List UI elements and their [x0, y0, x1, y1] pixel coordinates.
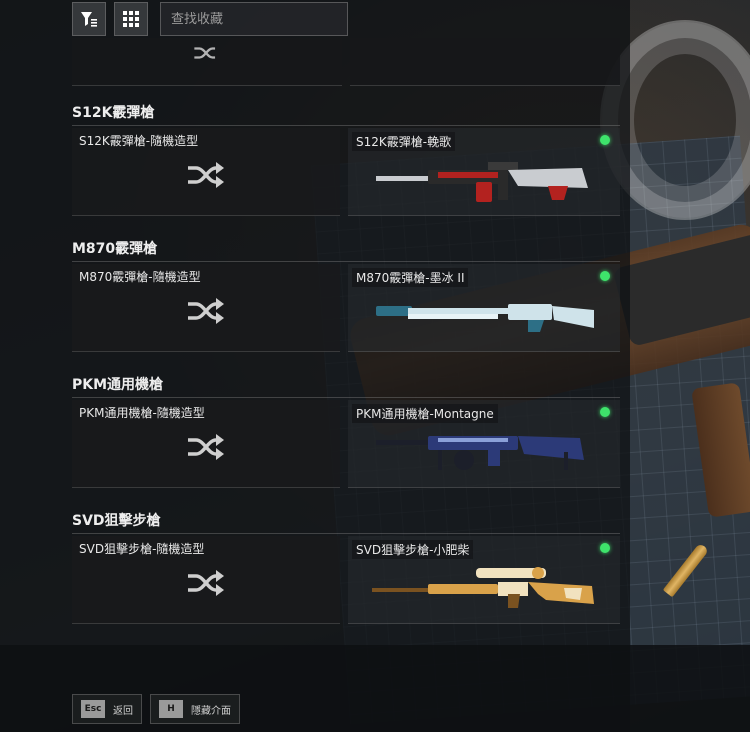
shuffle-icon	[194, 47, 216, 59]
h-key-badge: H	[159, 700, 183, 718]
random-skin-label: SVD狙擊步槍-隨機造型	[79, 542, 205, 556]
filter-button[interactable]	[72, 2, 106, 36]
skin-row: S12K霰彈槍-隨機造型 S12K霰彈槍-輓歌	[72, 128, 620, 216]
equipped-indicator	[600, 543, 610, 553]
hide-ui-hint-button[interactable]: H 隱藏介面	[150, 694, 240, 724]
equipped-indicator	[600, 407, 610, 417]
section-title: PKM通用機槍	[72, 372, 620, 398]
skin-row: PKM通用機槍-隨機造型 PKM通用機槍-Montagne	[72, 400, 620, 488]
previous-random-card[interactable]	[72, 38, 342, 86]
filter-list-icon	[81, 12, 97, 27]
previous-skin-card[interactable]	[350, 38, 620, 86]
section-title: M870霰彈槍	[72, 236, 620, 262]
hide-ui-label: 隱藏介面	[191, 705, 231, 717]
shotgun-m870-image	[376, 304, 594, 332]
weapon-section-svd: SVD狙擊步槍 SVD狙擊步槍-隨機造型 SVD狙擊步槍-小肥柴	[72, 508, 620, 624]
weapon-section-m870: M870霰彈槍 M870霰彈槍-隨機造型 M870霰彈槍-墨冰 II	[72, 236, 620, 352]
top-toolbar	[72, 2, 348, 36]
sniper-svd-image	[372, 567, 594, 608]
equipped-indicator	[600, 271, 610, 281]
skin-label: M870霰彈槍-墨冰 II	[352, 268, 469, 287]
grid-view-button[interactable]	[114, 2, 148, 36]
random-skin-card[interactable]: PKM通用機槍-隨機造型	[72, 400, 340, 488]
back-label: 返回	[113, 705, 133, 717]
random-skin-label: S12K霰彈槍-隨機造型	[79, 134, 199, 148]
search-box[interactable]	[160, 2, 348, 36]
equipped-skin-card[interactable]: PKM通用機槍-Montagne	[348, 400, 620, 488]
shuffle-icon	[188, 570, 224, 596]
random-skin-card[interactable]: SVD狙擊步槍-隨機造型	[72, 536, 340, 624]
random-skin-label: PKM通用機槍-隨機造型	[79, 406, 205, 420]
weapon-section-s12k: S12K霰彈槍 S12K霰彈槍-隨機造型 S12K霰彈槍-輓歌	[72, 100, 620, 216]
shuffle-icon	[188, 298, 224, 324]
equipped-skin-card[interactable]: SVD狙擊步槍-小肥柴	[348, 536, 620, 624]
skin-label: SVD狙擊步槍-小肥柴	[352, 540, 474, 559]
random-skin-label: M870霰彈槍-隨機造型	[79, 270, 201, 284]
skin-row: SVD狙擊步槍-隨機造型 SVD狙擊步槍-小肥柴	[72, 536, 620, 624]
skin-label: S12K霰彈槍-輓歌	[352, 132, 456, 151]
shotgun-s12k-image	[376, 162, 588, 202]
equipped-skin-card[interactable]: S12K霰彈槍-輓歌	[348, 128, 620, 216]
skin-row: M870霰彈槍-隨機造型 M870霰彈槍-墨冰 II	[72, 264, 620, 352]
back-hint-button[interactable]: Esc 返回	[72, 694, 142, 724]
weapon-section-pkm: PKM通用機槍 PKM通用機槍-隨機造型 PKM通用機槍-Montagne	[72, 372, 620, 488]
section-title: S12K霰彈槍	[72, 100, 620, 126]
previous-row-cropped	[72, 38, 620, 86]
shuffle-icon	[188, 434, 224, 460]
machine-gun-pkm-image	[376, 436, 584, 470]
footer-hints: Esc 返回 H 隱藏介面	[72, 694, 240, 724]
equipped-skin-card[interactable]: M870霰彈槍-墨冰 II	[348, 264, 620, 352]
random-skin-card[interactable]: M870霰彈槍-隨機造型	[72, 264, 340, 352]
equipped-indicator	[600, 135, 610, 145]
random-skin-card[interactable]: S12K霰彈槍-隨機造型	[72, 128, 340, 216]
shuffle-icon	[188, 162, 224, 188]
grid-view-icon	[123, 11, 139, 27]
skin-label: PKM通用機槍-Montagne	[352, 404, 498, 423]
esc-key-badge: Esc	[81, 700, 105, 718]
search-input[interactable]	[171, 11, 337, 27]
section-title: SVD狙擊步槍	[72, 508, 620, 534]
